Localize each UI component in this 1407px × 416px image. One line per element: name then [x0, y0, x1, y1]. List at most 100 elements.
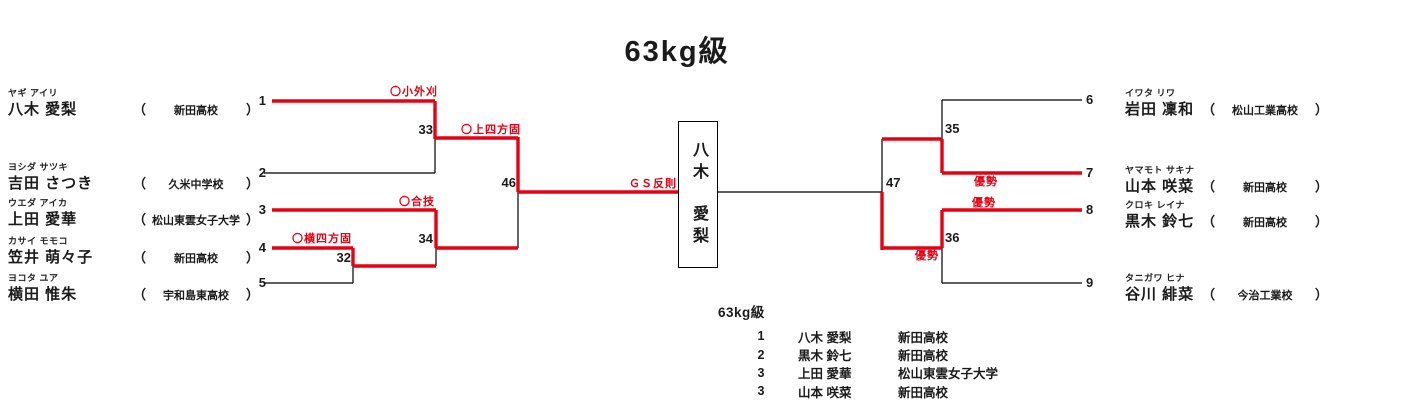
match-number-34: 34 [418, 231, 433, 246]
page-title: 63kg級 [624, 36, 730, 68]
seed-number-1: 1 [258, 93, 266, 108]
seed-number-8: 8 [1086, 202, 1094, 217]
results-row: 3 山本 咲菜 新田高校 [718, 382, 998, 400]
paren-close: ） [246, 212, 260, 227]
entry-school: 松山工業高校 [1232, 105, 1299, 117]
entry-furigana: カサイ モモコ [8, 236, 69, 246]
entry-furigana: タニガワ ヒナ [1125, 273, 1186, 283]
seed-number-2: 2 [258, 165, 266, 180]
champion-first-name: 愛梨 [690, 204, 707, 249]
entry-furigana: ヨコタ ユア [8, 273, 59, 283]
result-rank: 3 [757, 365, 765, 380]
entry-name-row: 八木 愛梨 （ 新田高校 ） [8, 98, 263, 119]
results-row: 1 八木 愛梨 新田高校 [718, 327, 998, 345]
results-heading: 63kg級 [718, 305, 765, 320]
results-row: 2 黒木 鈴七 新田高校 [718, 345, 998, 364]
entry-right-6: イワタ リワ 岩田 凜和 （ 松山工業高校 ） [1125, 86, 1400, 119]
seed-number-6: 6 [1086, 92, 1094, 107]
paren-open: （ [133, 250, 147, 265]
paren-close: ） [1315, 102, 1329, 117]
result-school: 新田高校 [898, 330, 949, 345]
result-name: 八木 愛梨 [798, 330, 852, 345]
entry-left-5: ヨコタ ユア 横田 惟朱 （ 宇和島東高校 ） [8, 271, 263, 304]
seed-number-5: 5 [258, 275, 266, 290]
entry-name-row: 笠井 萌々子 （ 新田高校 ） [8, 246, 263, 267]
champion-box: 八木 愛梨 [678, 121, 718, 268]
annotation-match33: 〇小外刈 [390, 86, 438, 98]
match-number-47: 47 [886, 175, 901, 190]
paren-open: （ [133, 102, 147, 117]
paren-close: ） [246, 250, 260, 265]
entry-name-row: 山本 咲菜 （ 新田高校 ） [1125, 175, 1400, 196]
entry-name-row: 谷川 緋菜 （ 今治工業校 ） [1125, 283, 1400, 304]
result-rank: 1 [757, 329, 765, 344]
paren-open: （ [133, 287, 147, 302]
entry-name: 吉田 さつき [8, 175, 94, 192]
result-school: 新田高校 [898, 385, 949, 400]
paren-open: （ [133, 176, 147, 191]
annotation-match32: 〇横四方固 [292, 233, 352, 245]
entry-name-row: 横田 惟朱 （ 宇和島東高校 ） [8, 283, 263, 304]
entry-name-row: 上田 愛華 （ 松山東雲女子大学 ） [8, 208, 263, 229]
seed-number-9: 9 [1086, 275, 1094, 290]
champion-last-name: 八木 [690, 140, 707, 185]
result-name: 黒木 鈴七 [798, 349, 852, 364]
result-school: 松山東雲女子大学 [898, 367, 999, 382]
paren-open: （ [133, 212, 147, 227]
entry-left-3: ウエダ アイカ 上田 愛華 （ 松山東雲女子大学 ） [8, 196, 263, 229]
results-row: 3 上田 愛華 松山東雲女子大学 [718, 364, 999, 382]
paren-open: （ [1202, 214, 1216, 229]
result-rank: 2 [757, 347, 765, 362]
match-number-32: 32 [336, 250, 351, 265]
entry-school: 久米中学校 [168, 179, 224, 191]
match-number-33: 33 [418, 122, 433, 137]
entry-school: 新田高校 [1243, 182, 1288, 194]
entry-furigana: クロキ レイナ [1125, 200, 1185, 210]
entry-name: 岩田 凜和 [1125, 101, 1195, 118]
annotation-match34: 〇合技 [399, 196, 435, 208]
entry-name: 谷川 緋菜 [1125, 286, 1195, 303]
entry-name: 山本 咲菜 [1125, 178, 1195, 195]
result-rank: 3 [757, 384, 765, 399]
entry-school: 宇和島東高校 [163, 290, 230, 302]
paren-close: ） [246, 176, 260, 191]
result-school: 新田高校 [898, 349, 949, 364]
paren-close: ） [1315, 214, 1329, 229]
seed-number-4: 4 [258, 240, 266, 255]
entry-left-1: ヤギ アイリ 八木 愛梨 （ 新田高校 ） [8, 86, 263, 119]
entry-furigana: ヨシダ サツキ [8, 162, 69, 172]
entry-right-9: タニガワ ヒナ 谷川 緋菜 （ 今治工業校 ） [1125, 271, 1400, 304]
match-number-35: 35 [945, 121, 960, 136]
paren-close: ） [1315, 287, 1329, 302]
entry-furigana: ウエダ アイカ [8, 198, 68, 208]
entry-name: 笠井 萌々子 [8, 249, 94, 266]
annotation-match47: 優勢 [915, 250, 939, 262]
entry-left-2: ヨシダ サツキ 吉田 さつき （ 久米中学校 ） [8, 160, 263, 193]
annotation-match36: 優勢 [972, 197, 996, 209]
paren-open: （ [1202, 179, 1216, 194]
entry-school: 新田高校 [174, 105, 219, 117]
entry-school: 今治工業校 [1237, 290, 1293, 302]
results-list: 63kg級 1 八木 愛梨 新田高校 2 黒木 鈴七 新田高校 3 上田 愛華 … [718, 301, 998, 401]
entry-name: 上田 愛華 [8, 211, 78, 228]
seed-number-7: 7 [1086, 165, 1094, 180]
paren-close: ） [246, 102, 260, 117]
entry-right-8: クロキ レイナ 黒木 鈴七 （ 新田高校 ） [1125, 198, 1400, 231]
entry-school: 松山東雲女子大学 [152, 215, 241, 227]
entry-furigana: ヤギ アイリ [8, 88, 59, 98]
entry-right-7: ヤマモト サキナ 山本 咲菜 （ 新田高校 ） [1125, 163, 1400, 196]
annotation-match46: 〇上四方固 [461, 124, 521, 136]
entry-school: 新田高校 [1243, 217, 1288, 229]
entry-furigana: ヤマモト サキナ [1125, 165, 1195, 175]
paren-close: ） [246, 287, 260, 302]
paren-open: （ [1202, 102, 1216, 117]
match-number-46: 46 [501, 175, 516, 190]
seed-number-3: 3 [258, 202, 266, 217]
result-name: 上田 愛華 [798, 367, 852, 382]
paren-close: ） [1315, 179, 1329, 194]
paren-open: （ [1202, 287, 1216, 302]
match-number-36: 36 [945, 230, 960, 245]
entry-school: 新田高校 [174, 253, 219, 265]
